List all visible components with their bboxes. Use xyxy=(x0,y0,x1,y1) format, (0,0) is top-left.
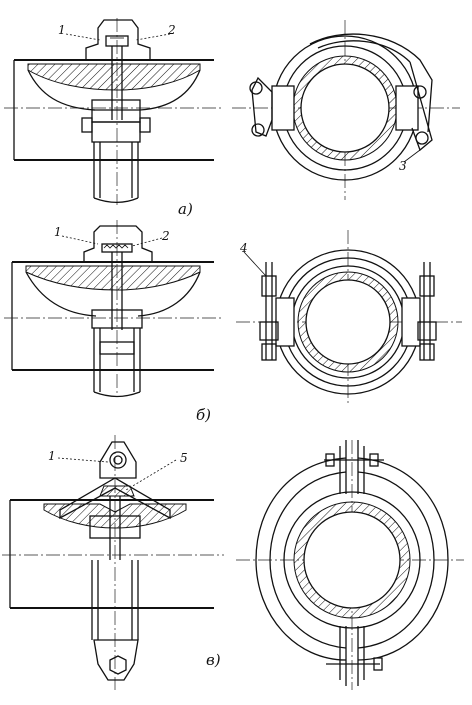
label-c-5: 5 xyxy=(180,451,188,465)
caption-b: б) xyxy=(196,406,211,424)
label-b-1: 1 xyxy=(54,225,62,239)
caption-c: в) xyxy=(206,651,221,669)
fig-b-end-view xyxy=(236,230,462,405)
fig-c-end-view xyxy=(236,440,464,690)
label-c-1: 1 xyxy=(48,449,56,463)
label-a-3: 3 xyxy=(399,159,407,173)
fig-c-section xyxy=(2,435,224,690)
label-a-2: 2 xyxy=(167,23,176,37)
label-a-1: 1 xyxy=(58,23,66,37)
fig-a-section xyxy=(4,18,222,205)
fig-b-section xyxy=(4,220,222,398)
label-b-2: 2 xyxy=(161,229,170,243)
label-b-4: 4 xyxy=(239,241,248,255)
fig-a-end-view xyxy=(232,20,460,200)
caption-a: а) xyxy=(178,200,193,218)
